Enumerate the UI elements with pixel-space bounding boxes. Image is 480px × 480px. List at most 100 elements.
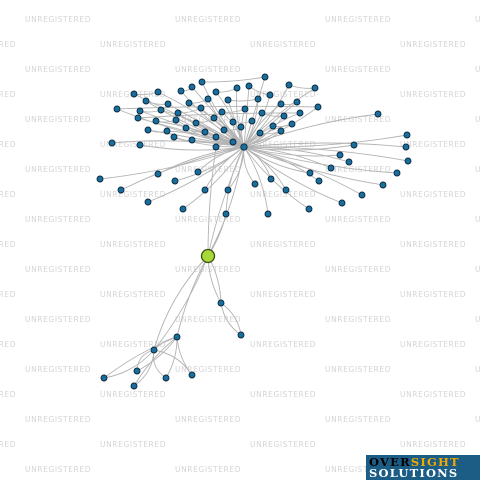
- graph-node: [256, 129, 264, 137]
- graph-node: [229, 118, 237, 126]
- watermark-text: UNREGISTERED: [25, 265, 91, 274]
- graph-node: [130, 382, 138, 390]
- watermark-text: UNREGISTERED: [175, 15, 241, 24]
- watermark-text: UNREGISTERED: [25, 415, 91, 424]
- watermark-text: UNREGISTERED: [25, 15, 91, 24]
- graph-node: [233, 84, 241, 92]
- graph-node: [229, 138, 237, 146]
- graph-edge: [243, 146, 384, 186]
- graph-node: [280, 112, 288, 120]
- graph-node: [379, 181, 387, 189]
- watermark-text: UNREGISTERED: [400, 440, 466, 449]
- graph-node: [182, 124, 190, 132]
- watermark-text: UNREGISTERED: [475, 115, 480, 124]
- graph-edge: [207, 146, 217, 257]
- watermark-text: UNREGISTERED: [400, 140, 466, 149]
- graph-node: [264, 210, 272, 218]
- graph-node: [192, 119, 200, 127]
- watermark-text: UNREGISTERED: [0, 90, 16, 99]
- graph-edge: [182, 146, 245, 210]
- graph-node: [164, 100, 172, 108]
- watermark-text: UNREGISTERED: [25, 65, 91, 74]
- graph-edge: [243, 146, 272, 180]
- graph-node: [212, 143, 220, 151]
- watermark-text: UNREGISTERED: [325, 65, 391, 74]
- graph-edge: [227, 98, 259, 102]
- graph-edge: [221, 108, 246, 113]
- graph-node: [269, 122, 277, 130]
- graph-node: [171, 177, 179, 185]
- graph-edge: [111, 140, 245, 148]
- watermark-text: UNREGISTERED: [25, 315, 91, 324]
- watermark-text: UNREGISTERED: [475, 315, 480, 324]
- graph-node: [222, 210, 230, 218]
- graph-node: [350, 141, 358, 149]
- graph-node: [185, 99, 193, 107]
- graph-node: [133, 367, 141, 375]
- watermark-text: UNREGISTERED: [0, 390, 16, 399]
- watermark-text: UNREGISTERED: [25, 465, 91, 474]
- graph-node: [150, 346, 158, 354]
- graph-edge: [243, 146, 363, 196]
- graph-node: [154, 170, 162, 178]
- watermark-text: UNREGISTERED: [100, 190, 166, 199]
- graph-node: [237, 123, 245, 131]
- watermark-text: UNREGISTERED: [175, 365, 241, 374]
- watermark-text: UNREGISTERED: [400, 340, 466, 349]
- watermark-text: UNREGISTERED: [100, 390, 166, 399]
- watermark-text: UNREGISTERED: [400, 40, 466, 49]
- watermark-text: UNREGISTERED: [100, 440, 166, 449]
- watermark-text: UNREGISTERED: [175, 115, 241, 124]
- watermark-text: UNREGISTERED: [25, 165, 91, 174]
- graph-edge: [243, 113, 379, 148]
- watermark-text: UNREGISTERED: [250, 240, 316, 249]
- graph-edge: [153, 255, 209, 351]
- graph-node: [113, 105, 121, 113]
- graph-node: [224, 96, 232, 104]
- graph-node: [210, 114, 218, 122]
- graph-node: [327, 164, 335, 172]
- watermark-text: UNREGISTERED: [400, 190, 466, 199]
- watermark-text: UNREGISTERED: [325, 265, 391, 274]
- graph-node: [204, 95, 212, 103]
- watermark-text: UNREGISTERED: [100, 140, 166, 149]
- graph-node: [174, 109, 182, 117]
- graph-node: [134, 114, 142, 122]
- graph-node: [136, 107, 144, 115]
- graph-node: [188, 136, 196, 144]
- graph-node: [338, 199, 346, 207]
- graph-node: [96, 175, 104, 183]
- watermark-text: UNREGISTERED: [250, 340, 316, 349]
- graph-node: [162, 374, 170, 382]
- graph-node: [212, 133, 220, 141]
- oversight-solutions-logo: OVERSIGHT SOLUTIONS: [366, 455, 480, 480]
- watermark-text: UNREGISTERED: [250, 440, 316, 449]
- watermark-text: UNREGISTERED: [325, 465, 391, 474]
- graph-node: [404, 157, 412, 165]
- graph-node: [282, 186, 290, 194]
- logo-line-2: SOLUTIONS: [369, 466, 459, 480]
- watermark-text: UNREGISTERED: [100, 240, 166, 249]
- focus-entity-node: [200, 248, 216, 264]
- logo-sight: SIGHT: [410, 455, 460, 469]
- graph-node: [136, 141, 144, 149]
- watermark-text: UNREGISTERED: [25, 365, 91, 374]
- graph-node: [201, 186, 209, 194]
- node-layer: [96, 73, 412, 390]
- graph-node: [245, 82, 253, 90]
- graph-edge: [288, 84, 316, 89]
- watermark-text: UNREGISTERED: [175, 265, 241, 274]
- graph-node: [142, 97, 150, 105]
- watermark-text: UNREGISTERED: [0, 40, 16, 49]
- watermark-layer: UNREGISTERED UNREGISTERED UNREGISTERED UNRE…: [0, 15, 480, 474]
- graph-edge: [207, 146, 245, 257]
- graph-node: [194, 168, 202, 176]
- graph-edge: [153, 255, 209, 351]
- graph-node: [311, 84, 319, 92]
- graph-node: [188, 371, 196, 379]
- graph-node: [198, 78, 206, 86]
- graph-node: [220, 126, 228, 134]
- graph-edge: [176, 336, 193, 376]
- watermark-text: UNREGISTERED: [400, 290, 466, 299]
- watermark-text: UNREGISTERED: [400, 240, 466, 249]
